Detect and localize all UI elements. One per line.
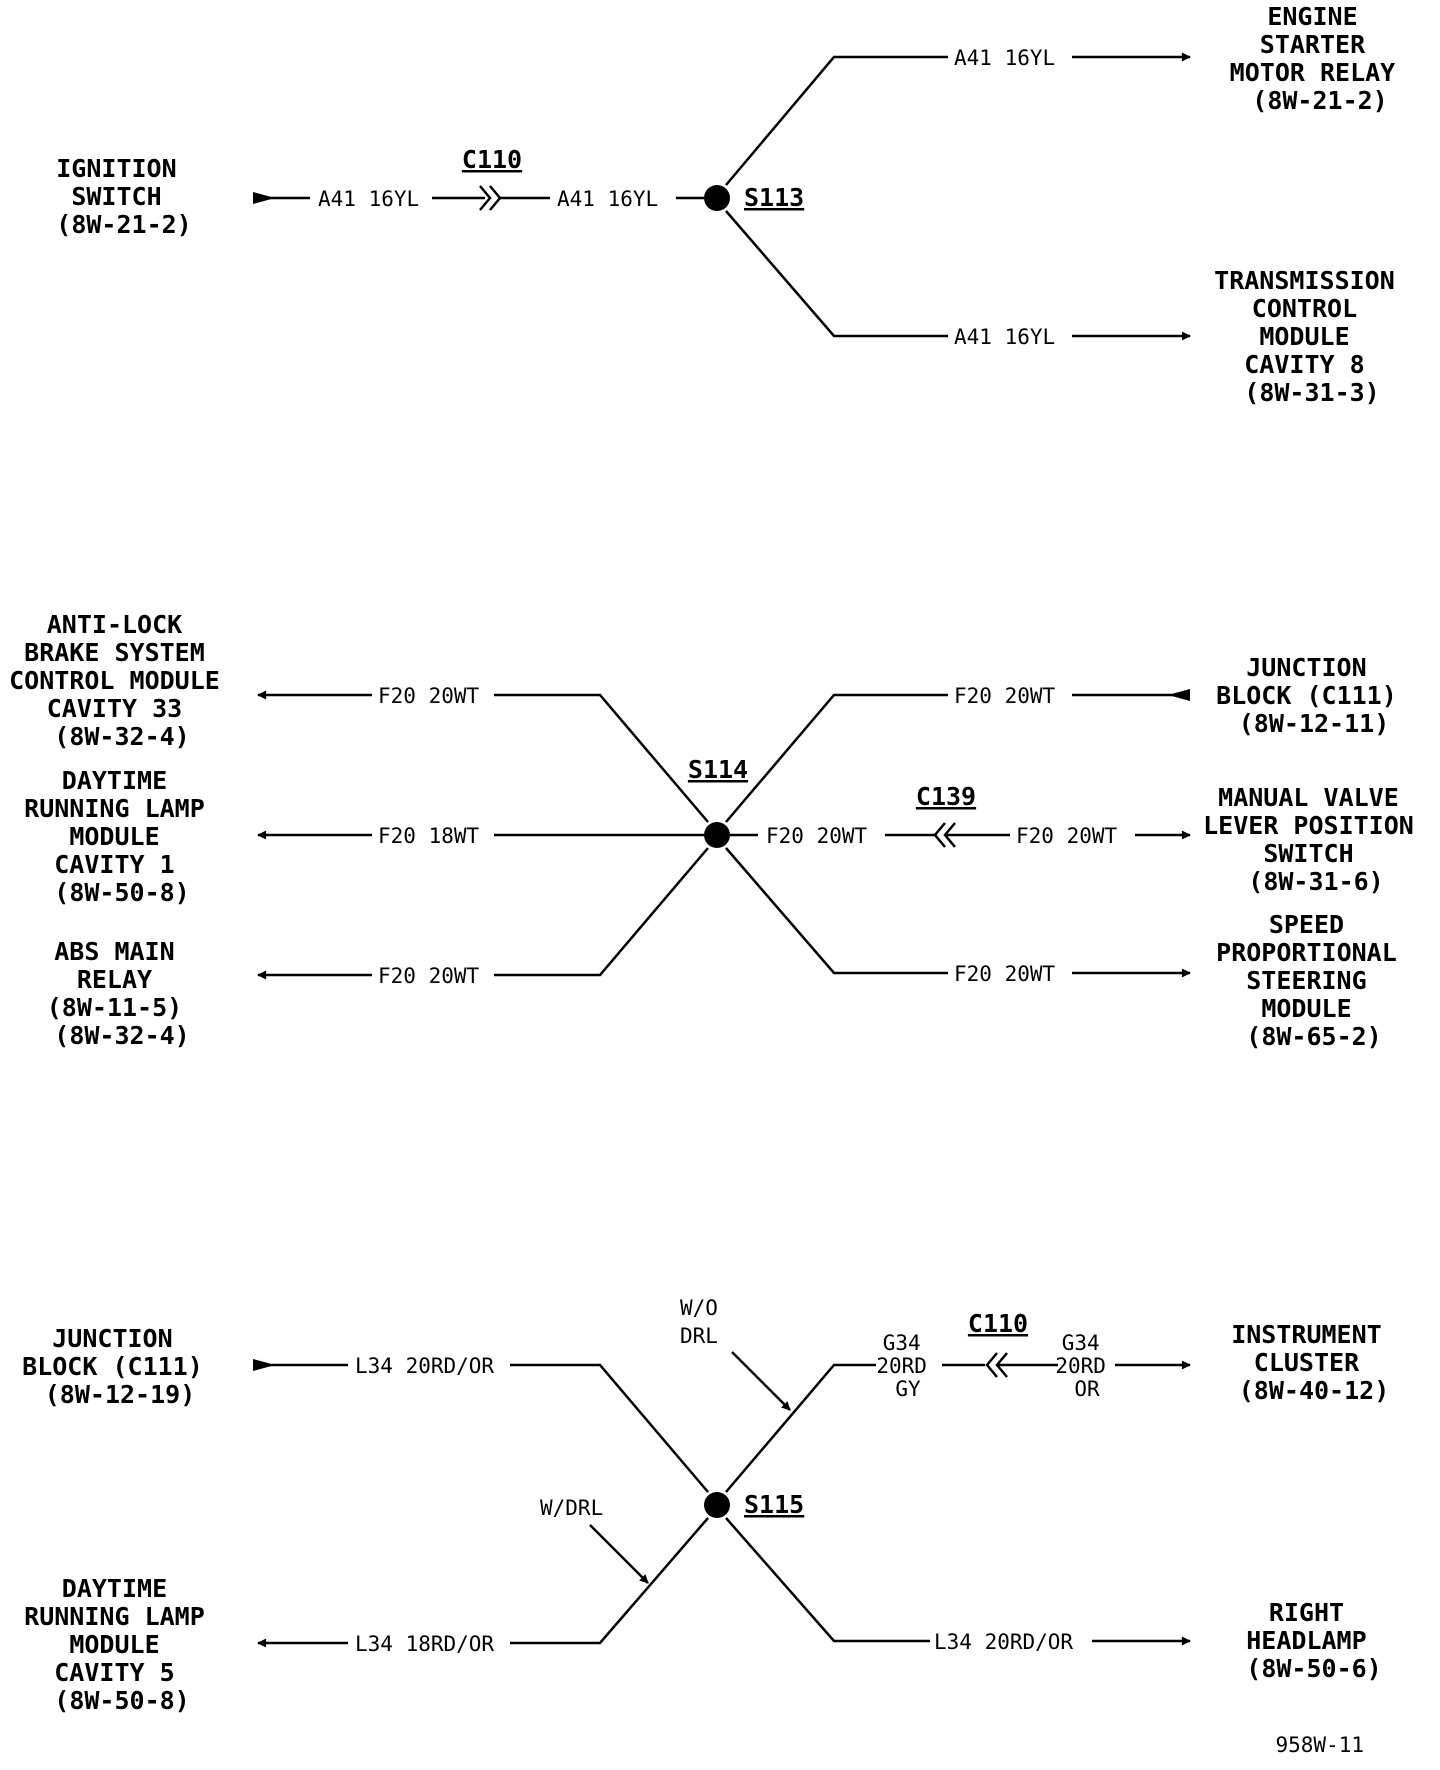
engine-starter-relay-label: ENGINE STARTER MOTOR RELAY (8W-21-2) [1230,2,1411,115]
abs-main-relay-label: ABS MAIN RELAY (8W-11-5) (8W-32-4) [47,937,198,1050]
wire-label-g34-or: G34 20RD OR [1055,1331,1118,1401]
section-3: S115 L34 20RD/OR JUNCTION BLOCK (C111) (… [22,1296,1397,1715]
manual-valve-switch-label: MANUAL VALVE LEVER POSITION SWITCH (8W-3… [1203,783,1429,896]
wire-label-f20-left-bottom: F20 20WT [378,964,480,988]
wo-drl-label: W/O DRL [680,1296,731,1348]
splice-s115-label: S115 [744,1490,804,1519]
connector-c139-label: C139 [916,782,976,811]
arrow-icon [1168,689,1190,701]
drl-module-cavity-1-label: DAYTIME RUNNING LAMP MODULE CAVITY 1 (8W… [24,766,220,907]
section-1: IGNITION SWITCH (8W-21-2) A41 16YL C110 … [56,2,1411,407]
splice-s113-dot [704,185,730,211]
splice-s114-dot [704,822,730,848]
wire-s114-left-top [494,693,709,823]
wire-s115-right-bottom [725,1517,930,1643]
wo-drl-pointer [731,1351,791,1411]
ignition-switch-label: IGNITION SWITCH (8W-21-2) [56,154,191,239]
splice-s114-label: S114 [688,755,748,784]
splice-s113-label: S113 [744,183,804,212]
instrument-cluster-label: INSTRUMENT CLUSTER (8W-40-12) [1231,1320,1397,1405]
wire-label-l34-left-top: L34 20RD/OR [355,1354,494,1378]
wire-s113-top [725,55,948,186]
section-2: S114 F20 20WT ANTI-LOCK BRAKE SYSTEM CON… [9,610,1429,1051]
transmission-control-module-label: TRANSMISSION CONTROL MODULE CAVITY 8 (8W… [1214,266,1410,407]
wire-label-l34-right-bottom: L34 20RD/OR [934,1630,1073,1654]
connector-c110-b-label: C110 [968,1309,1028,1338]
wire-label-a41-top: A41 16YL [954,46,1055,70]
connector-c110-label: C110 [462,145,522,174]
wire-label-l34-left-bottom: L34 18RD/OR [355,1632,494,1656]
wire-label-g34-gy: G34 20RD GY [876,1331,939,1401]
wire-label-f20-right-mid-a: F20 20WT [766,824,868,848]
arrow-icon [253,1359,275,1371]
wire-s114-right-bottom [725,847,948,975]
figure-id: 958W-11 [1275,1733,1364,1757]
wire-label-f20-right-bottom: F20 20WT [954,962,1056,986]
wire-label-a41-bottom: A41 16YL [954,325,1055,349]
arrow-icon [253,192,275,204]
wire-s113-bottom [725,210,948,338]
abs-control-module-label: ANTI-LOCK BRAKE SYSTEM CONTROL MODULE CA… [9,610,235,751]
junction-block-c111-label: JUNCTION BLOCK (C111) (8W-12-11) [1216,653,1412,738]
speed-proportional-steering-label: SPEED PROPORTIONAL STEERING MODULE (8W-6… [1216,910,1412,1051]
w-drl-label: W/DRL [540,1496,603,1520]
right-headlamp-label: RIGHT HEADLAMP (8W-50-6) [1246,1598,1381,1683]
wire-s115-right-top [725,1363,876,1493]
splice-s115-dot [704,1492,730,1518]
drl-module-cavity-5-label: DAYTIME RUNNING LAMP MODULE CAVITY 5 (8W… [24,1574,220,1715]
wire-s115-left-top [510,1363,709,1493]
wire-s114-right-top [725,693,948,823]
wire-label-f20-left-mid: F20 18WT [378,824,480,848]
wire-s115-left-bottom [510,1517,709,1645]
wire-label-f20-right-top: F20 20WT [954,684,1056,708]
wire-label-a41-2: A41 16YL [557,187,658,211]
wire-label-f20-right-mid-b: F20 20WT [1016,824,1118,848]
wire-label-a41-1: A41 16YL [318,187,419,211]
wire-label-f20-left-top: F20 20WT [378,684,480,708]
wire-s114-left-bottom [494,847,709,977]
junction-block-c111-19-label: JUNCTION BLOCK (C111) (8W-12-19) [22,1324,218,1409]
w-drl-pointer [589,1524,649,1584]
